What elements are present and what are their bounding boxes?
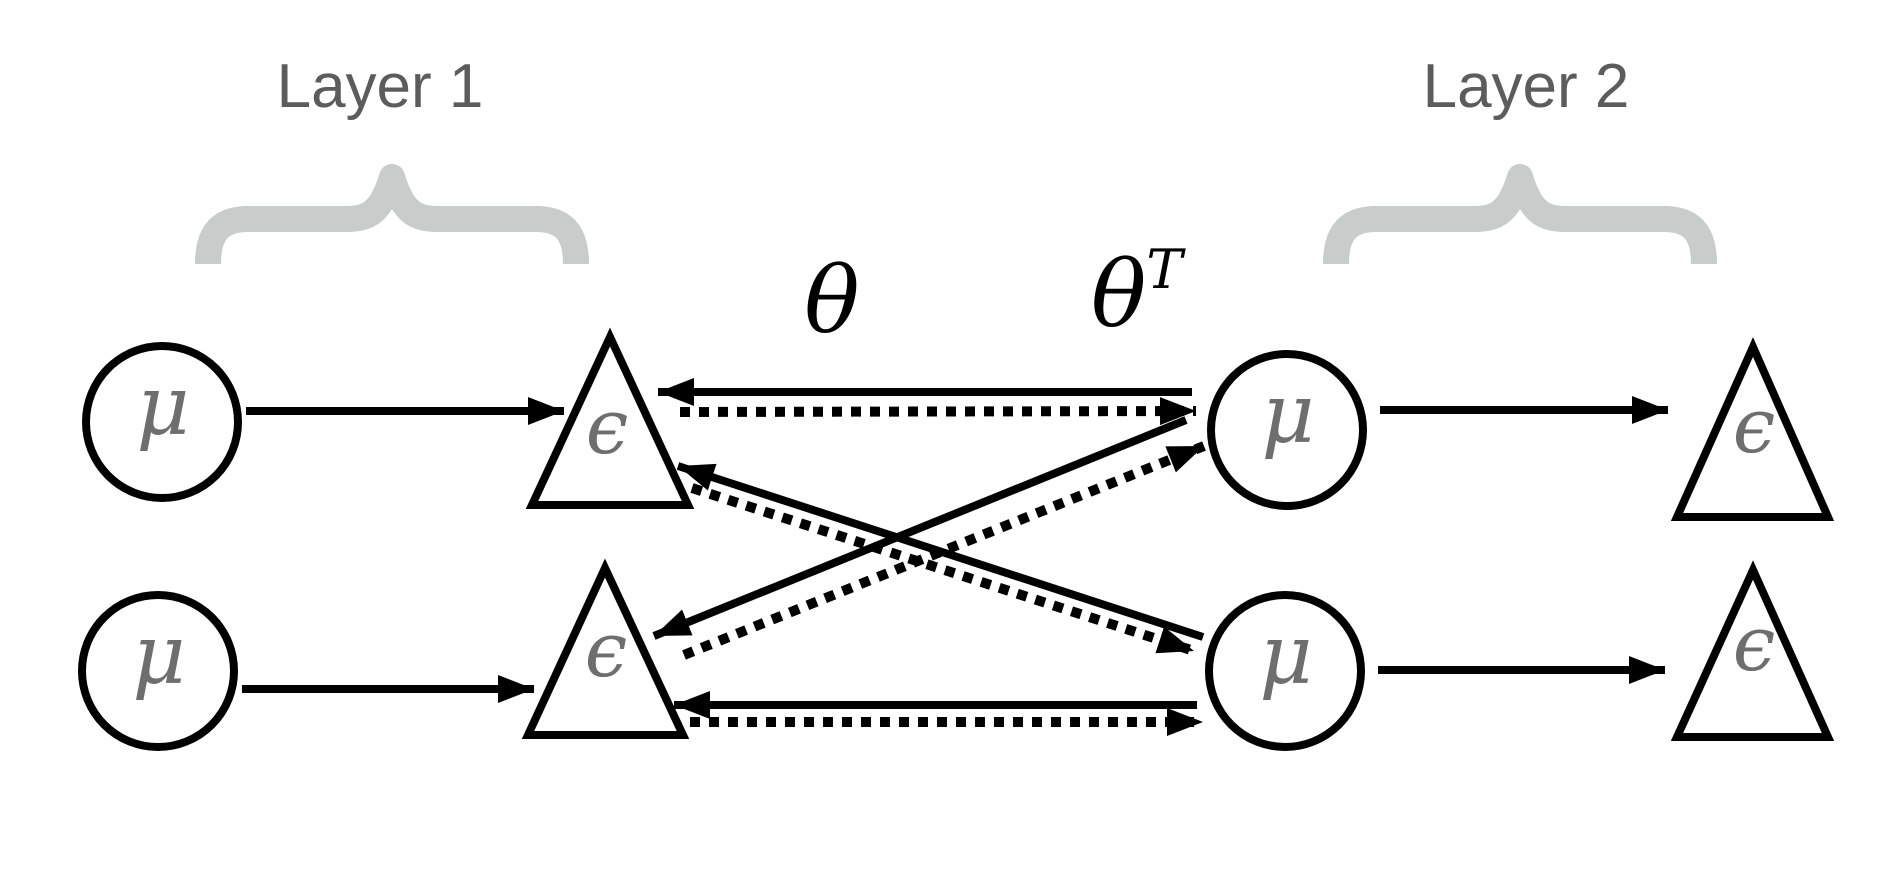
node-layer1-mu-top-label: μ bbox=[136, 359, 189, 454]
node-layer2-mu-top-circle bbox=[1207, 350, 1367, 510]
edge-mu2R-to-eps1L-solid-cross bbox=[676, 462, 1205, 641]
theta-transpose-base: θ bbox=[1091, 241, 1146, 348]
edge-mu1R-to-eps2L-solid-cross bbox=[652, 416, 1188, 640]
layer2-label: Layer 2 bbox=[1423, 52, 1630, 121]
node-layer2-eps-bottom-label: ϵ bbox=[1733, 599, 1776, 688]
node-layer2-eps-top-triangle bbox=[1670, 337, 1835, 521]
edge-eps1L-to-mu2R-dotted-cross bbox=[690, 483, 1196, 656]
node-layer1-eps-bottom-triangle bbox=[521, 558, 690, 739]
node-layer1-mu-top-circle bbox=[82, 342, 242, 502]
node-layer2-eps-top-label: ϵ bbox=[1733, 381, 1776, 470]
node-layer1-eps-top-label: ϵ bbox=[586, 382, 629, 471]
node-layer1-eps-top-triangle bbox=[525, 327, 695, 509]
nodes: μ μ ϵ ϵ μ μ ϵ ϵ bbox=[78, 327, 1835, 751]
theta-label: θ bbox=[804, 247, 859, 354]
node-layer2-mu-bottom-label: μ bbox=[1259, 608, 1312, 703]
edge-eps1L-to-mu1R-dotted bbox=[679, 397, 1197, 426]
layer1-brace bbox=[195, 164, 589, 265]
node-layer2-mu-top-label: μ bbox=[1261, 367, 1314, 462]
node-layer2-eps-bottom-triangle bbox=[1670, 560, 1835, 741]
node-layer2-mu-bottom-circle bbox=[1205, 591, 1365, 751]
layer2-brace bbox=[1323, 164, 1717, 265]
theta-transpose-superscript: T bbox=[1146, 238, 1186, 301]
edges bbox=[242, 378, 1668, 736]
node-layer1-mu-bottom-label: μ bbox=[132, 608, 185, 703]
theta-transpose-label: θT bbox=[1091, 238, 1186, 348]
layer-braces bbox=[195, 164, 1717, 265]
layer1-label: Layer 1 bbox=[277, 52, 484, 121]
node-layer1-mu-bottom-circle bbox=[78, 591, 238, 751]
node-layer1-eps-bottom-label: ϵ bbox=[585, 605, 628, 694]
